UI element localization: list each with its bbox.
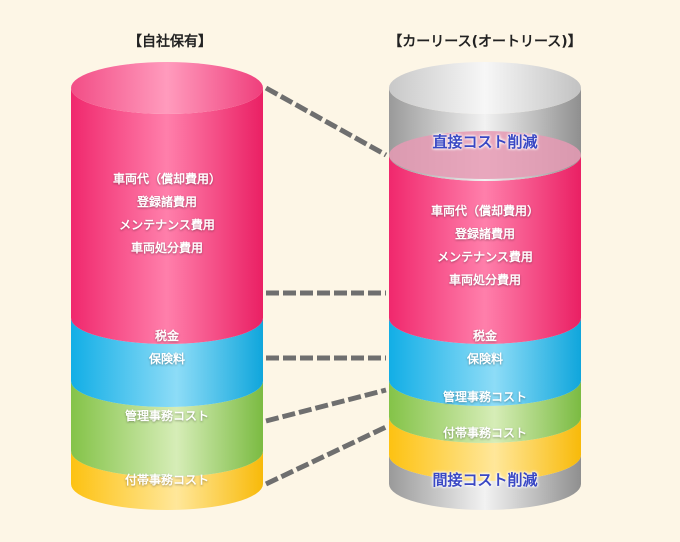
connector-lines xyxy=(264,85,388,487)
lease-incidental-label: 付帯事務コスト xyxy=(442,426,527,440)
lease-segment-vehicle xyxy=(389,155,581,344)
own-tax-line-1: 税金 xyxy=(154,329,179,343)
own-segment-tax xyxy=(71,318,263,407)
own-tax-line-2: 保険料 xyxy=(148,352,185,366)
lease-segment-management xyxy=(389,380,581,443)
indirect-cost-reduction-label: 間接コスト削減 xyxy=(432,471,538,489)
own-cylinder xyxy=(71,62,263,510)
own-vehicle-label: 車両代（償却費用） 登録諸費用 メンテナンス費用 車両処分費用 xyxy=(71,168,263,260)
own-title: 【自社保有】 xyxy=(128,34,212,50)
lease-title: 【カーリース(オートリース)】 xyxy=(388,34,582,50)
connector-incidental xyxy=(264,424,388,487)
own-segment-incidental xyxy=(71,451,263,510)
own-vehicle-line-2: 登録諸費用 xyxy=(136,195,197,209)
connector-direct-cut xyxy=(264,85,388,158)
lease-segment-tax xyxy=(389,318,581,406)
direct-cost-reduction-label: 直接コスト削減 xyxy=(432,133,538,151)
lease-tax-label: 税金 保険料 xyxy=(389,325,581,371)
own-vehicle-line-1: 車両代（償却費用） xyxy=(112,172,221,186)
lease-vehicle-line-4: 車両処分費用 xyxy=(448,273,521,287)
own-vehicle-line-3: メンテナンス費用 xyxy=(119,218,215,232)
lease-tax-line-2: 保険料 xyxy=(466,352,503,366)
own-segment-management xyxy=(71,381,263,477)
own-vehicle-line-4: 車両処分費用 xyxy=(130,241,203,255)
lease-pink-top xyxy=(389,131,581,179)
lease-vehicle-line-1: 車両代（償却費用） xyxy=(430,204,539,218)
own-segment-vehicle xyxy=(71,88,263,344)
own-tax-label: 税金 保険料 xyxy=(71,325,263,371)
lease-cylinder-top xyxy=(389,62,581,114)
connector-management xyxy=(265,387,387,424)
lease-vehicle-label: 車両代（償却費用） 登録諸費用 メンテナンス費用 車両処分費用 xyxy=(389,200,581,292)
lease-segment-incidental xyxy=(389,417,581,481)
own-cylinder-top xyxy=(71,62,263,114)
lease-vehicle-line-3: メンテナンス費用 xyxy=(437,250,533,264)
lease-segment-indirect-cut xyxy=(389,455,581,510)
own-management-label: 管理事務コスト xyxy=(124,409,209,423)
lease-management-label: 管理事務コスト xyxy=(442,390,527,404)
lease-cylinder xyxy=(389,62,581,510)
own-incidental-label: 付帯事務コスト xyxy=(124,473,209,487)
lease-tax-line-1: 税金 xyxy=(472,329,497,343)
lease-vehicle-line-2: 登録諸費用 xyxy=(454,227,515,241)
